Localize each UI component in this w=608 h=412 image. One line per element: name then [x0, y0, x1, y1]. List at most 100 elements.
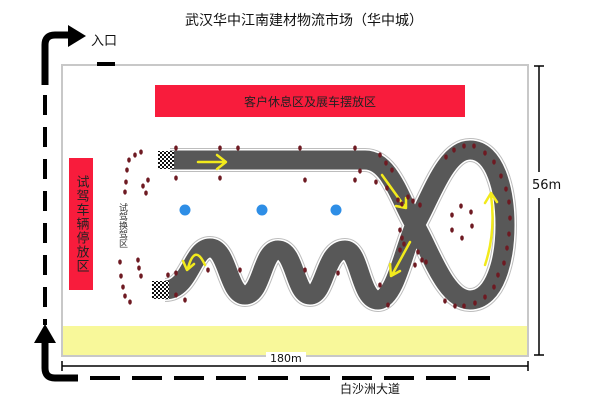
traffic-cone	[123, 293, 127, 299]
arrow-wave-left-icon	[181, 253, 207, 272]
customer-area-label: 客户休息区及展车摆放区	[243, 94, 376, 109]
exit-arrowhead-icon	[34, 324, 56, 343]
traffic-cone	[459, 203, 463, 209]
traffic-cone	[127, 157, 131, 163]
traffic-cone	[400, 201, 404, 207]
traffic-cone	[452, 147, 456, 153]
traffic-cone	[406, 194, 410, 200]
traffic-cone	[507, 231, 511, 237]
traffic-cone	[396, 197, 400, 203]
arrow-right-icon	[196, 153, 228, 171]
traffic-cone	[141, 183, 145, 189]
traffic-cone	[353, 145, 357, 151]
traffic-cone	[137, 265, 141, 271]
traffic-cone	[504, 186, 508, 192]
traffic-cone	[402, 241, 406, 247]
traffic-cone	[443, 298, 447, 304]
traffic-cone	[174, 145, 178, 151]
traffic-cone	[469, 209, 473, 215]
traffic-cone	[398, 247, 402, 253]
traffic-cone	[166, 272, 170, 278]
traffic-cone	[124, 179, 128, 185]
traffic-cone	[119, 273, 123, 279]
traffic-cone	[473, 300, 477, 306]
arrow-loop-up-icon	[483, 191, 499, 267]
traffic-cone	[507, 199, 511, 205]
traffic-cone	[218, 145, 222, 151]
traffic-cone	[472, 143, 476, 149]
traffic-cone	[144, 190, 148, 196]
arrow-down-right-icon	[380, 173, 408, 210]
traffic-cone	[453, 303, 457, 309]
traffic-cone	[378, 282, 382, 288]
traffic-cone	[450, 212, 454, 218]
traffic-cone	[218, 175, 222, 181]
traffic-cone	[123, 189, 127, 195]
traffic-cone	[183, 297, 187, 303]
traffic-cone	[236, 145, 240, 151]
height-dimension-line	[534, 65, 544, 356]
entry-route-arrow	[41, 31, 78, 382]
traffic-cone	[174, 175, 178, 181]
traffic-cone	[462, 143, 466, 149]
traffic-cone	[374, 179, 378, 185]
traffic-cone	[298, 145, 302, 151]
traffic-cone	[358, 168, 362, 174]
traffic-cone	[420, 257, 424, 263]
traffic-cone	[424, 259, 428, 265]
traffic-cone	[174, 292, 178, 298]
entrance-label: 入口	[91, 34, 118, 49]
road-name-label: 白沙洲大道	[338, 380, 403, 397]
test-car-parking-label: 试驾车辆停放区	[73, 175, 89, 273]
traffic-cone	[470, 223, 474, 229]
traffic-cone	[303, 177, 307, 183]
traffic-cone	[444, 154, 448, 160]
traffic-cone	[460, 235, 464, 241]
traffic-cone	[174, 270, 178, 276]
traffic-cone	[390, 167, 394, 173]
traffic-cone	[492, 284, 496, 290]
traffic-cone	[505, 245, 509, 251]
traffic-cone	[139, 273, 143, 279]
blue-marker	[256, 204, 268, 216]
traffic-cone	[400, 235, 404, 241]
traffic-cone	[386, 302, 390, 308]
traffic-cone	[411, 198, 415, 204]
traffic-cone	[483, 150, 487, 156]
traffic-cone	[499, 173, 503, 179]
blue-marker	[330, 204, 342, 216]
traffic-cone	[139, 149, 143, 155]
blue-markers	[179, 204, 342, 216]
traffic-cone	[125, 167, 129, 173]
height-dimension-label: 56m	[532, 178, 562, 193]
width-dimension-line	[61, 361, 529, 371]
traffic-cone	[133, 152, 137, 158]
test-car-parking-zone: 试驾车辆停放区	[69, 158, 93, 290]
traffic-cone	[336, 270, 340, 276]
traffic-cone	[384, 160, 388, 166]
traffic-cone	[128, 299, 132, 305]
traffic-cone	[136, 257, 140, 263]
traffic-cone	[206, 267, 210, 273]
traffic-cone	[496, 272, 500, 278]
traffic-cone	[508, 215, 512, 221]
driver-swap-zone-label: 试驾换驾区	[117, 203, 127, 248]
traffic-cone	[121, 284, 125, 290]
finish-checkered-flag	[152, 281, 169, 299]
traffic-cone	[413, 262, 417, 268]
traffic-cone	[146, 177, 150, 183]
traffic-cone	[462, 303, 466, 309]
customer-area-zone: 客户休息区及展车摆放区	[155, 85, 465, 117]
traffic-cone	[385, 185, 389, 191]
test-track	[163, 138, 517, 312]
traffic-cone	[483, 294, 487, 300]
entry-arrowhead-icon	[68, 25, 86, 47]
traffic-cone	[378, 152, 382, 158]
traffic-cone	[416, 249, 420, 255]
start-checkered-flag	[158, 151, 174, 169]
traffic-cone	[118, 259, 122, 265]
traffic-cone	[398, 227, 402, 233]
traffic-cone	[303, 267, 307, 273]
page-title: 武汉华中江南建材物流市场（华中城）	[185, 13, 423, 29]
traffic-cone	[502, 260, 506, 266]
